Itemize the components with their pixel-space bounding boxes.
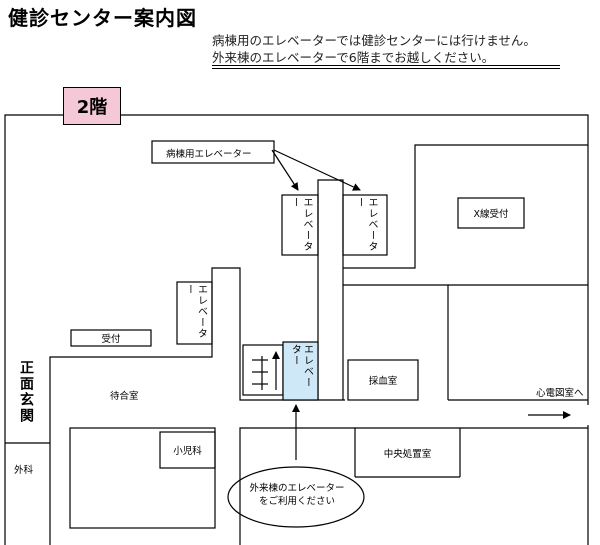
- wall: [343, 144, 588, 269]
- stairs: [242, 344, 284, 396]
- callout-pointer: [273, 149, 361, 191]
- pediatrics-room: [159, 431, 216, 469]
- callout-line-1: 外来棟のエレベーター: [249, 483, 345, 494]
- outpatient-elevator-callout: [227, 466, 365, 528]
- waiting-room-label: 待合室: [110, 391, 139, 402]
- surgery-label: 外科: [14, 465, 34, 476]
- ward-elevator-right: [342, 194, 388, 256]
- elevator-label: エレベーター: [183, 284, 207, 339]
- notice-line-1: 病棟用のエレベーターでは健診センターには行けません。: [212, 33, 536, 48]
- ecg-room-label: 心電図室へ: [536, 388, 584, 399]
- waiting-area: [69, 427, 216, 529]
- wall: [49, 267, 318, 545]
- ward-elevator-upper-left: [176, 281, 213, 345]
- ward-elevator-label: 病棟用エレベーター: [166, 149, 252, 160]
- ward-elevator-left: [281, 194, 319, 256]
- elevator-label: エレベーター: [354, 197, 377, 252]
- notice-line-2: 外来棟のエレベーターで6階までお越しください。: [212, 50, 495, 65]
- reception-counter: [70, 329, 152, 347]
- blood-collection-label: 採血室: [368, 376, 398, 387]
- main-entrance-label: 正面玄関: [18, 360, 34, 424]
- callout-pointer: [271, 149, 299, 191]
- blood-room: [347, 359, 419, 401]
- page-title: 健診センター案内図: [8, 6, 197, 30]
- elevator-label: エレベーター: [289, 197, 312, 252]
- central-treatment-label: 中央処置室: [383, 448, 432, 460]
- notice-underline: [212, 68, 560, 69]
- wall: [317, 179, 344, 400]
- outpatient-elevator-callout-text: 外来棟のエレベーター をご利用ください: [232, 482, 362, 508]
- wall: [239, 427, 588, 545]
- outpatient-elevator: [282, 341, 319, 401]
- callout-line-2: をご利用ください: [258, 496, 335, 507]
- xray-room: [457, 197, 525, 229]
- pediatrics-label: 小児科: [173, 446, 202, 457]
- outpatient-elevator-label: エレベーター: [289, 344, 313, 388]
- notice-underline: [212, 65, 560, 66]
- xray-reception-label: X線受付: [473, 209, 509, 220]
- building-outline: [4, 114, 63, 545]
- reception-label: 受付: [101, 334, 121, 345]
- floor-badge: 2階: [63, 87, 121, 125]
- building-outline: [121, 114, 589, 405]
